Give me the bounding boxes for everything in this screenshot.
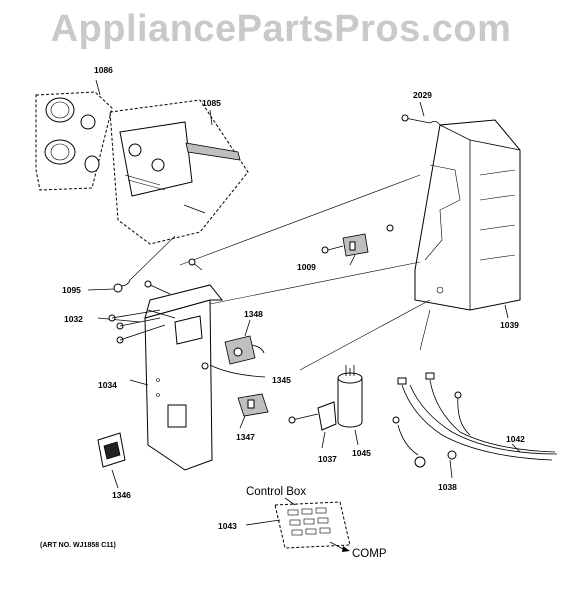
label-1034: 1034 xyxy=(98,380,117,390)
label-1045: 1045 xyxy=(352,448,371,458)
label-1348: 1348 xyxy=(244,309,263,319)
capacitor-1045 xyxy=(337,365,363,446)
control-box-top xyxy=(144,284,224,319)
capacitor-body xyxy=(337,378,363,428)
label-1032: 1032 xyxy=(64,314,83,324)
wire-harness-1042 xyxy=(397,372,558,461)
label-1043: 1043 xyxy=(218,521,237,531)
knob-top-shaft xyxy=(80,114,96,130)
label-1038: 1038 xyxy=(438,482,457,492)
screws-1032 xyxy=(97,309,176,344)
knob-group xyxy=(35,79,113,191)
label-1086: 1086 xyxy=(94,65,113,75)
label-1347: 1347 xyxy=(236,432,255,442)
knob-bottom xyxy=(44,139,76,165)
label-1085: 1085 xyxy=(202,98,221,108)
bracket-1037 xyxy=(288,401,337,449)
housing-body xyxy=(414,119,521,311)
control-box-cutout xyxy=(167,404,187,428)
ground-wire-1038 xyxy=(392,416,457,479)
control-panel-bracket xyxy=(185,142,241,161)
rocker-switch-1346 xyxy=(97,432,126,489)
projection-lines xyxy=(129,174,431,371)
watermark: AppliancePartsPros.com xyxy=(50,8,512,50)
control-box-label: Control Box xyxy=(246,486,306,498)
control-panel-outline xyxy=(109,99,249,245)
label-1345: 1345 xyxy=(272,375,291,385)
switch-1347 xyxy=(237,393,269,429)
label-1095: 1095 xyxy=(62,285,81,295)
label-2029: 2029 xyxy=(413,90,432,100)
wire-1345 xyxy=(209,364,266,378)
screw-2029 xyxy=(401,101,441,126)
terminal-block-1043 xyxy=(245,497,351,552)
knob-top xyxy=(45,97,75,123)
control-panel xyxy=(109,99,249,245)
knob-group-outline xyxy=(35,91,113,191)
comp-label: COMP xyxy=(352,548,387,560)
thermostat-1348 xyxy=(201,319,266,378)
terminal-block-outline xyxy=(274,501,351,549)
art-number: (ART NO. WJ1858 C11) xyxy=(40,542,116,549)
main-housing xyxy=(414,119,521,319)
label-1042: 1042 xyxy=(506,434,525,444)
bracket-body xyxy=(317,401,337,431)
label-1037: 1037 xyxy=(318,454,337,464)
control-box xyxy=(87,258,224,471)
label-1039: 1039 xyxy=(500,320,519,330)
label-1346: 1346 xyxy=(112,490,131,500)
knob-bottom-shaft xyxy=(84,155,100,173)
grommet-1095 xyxy=(113,283,123,293)
label-1009: 1009 xyxy=(297,262,316,272)
relay-1009 xyxy=(321,224,394,266)
